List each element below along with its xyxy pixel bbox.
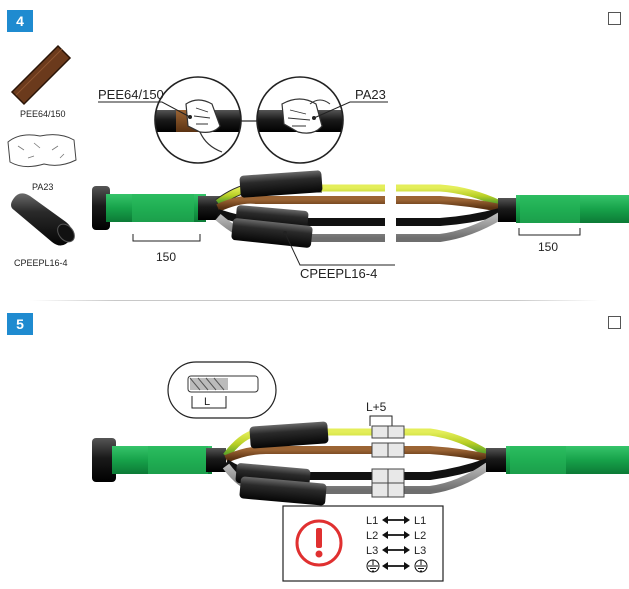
tape-callout: PEE64/150 [98, 87, 164, 102]
step-4-checkbox[interactable] [608, 12, 621, 25]
tube-label: CPEEPL16-4 [14, 258, 68, 268]
tape-label: PEE64/150 [20, 109, 66, 119]
step-5-badge: 5 [7, 313, 33, 335]
step-5-number: 5 [16, 316, 24, 332]
step-4-badge: 4 [7, 10, 33, 32]
dimension-left [132, 234, 201, 242]
step-4-number: 4 [16, 13, 24, 29]
dimension-right-label: 150 [538, 240, 558, 254]
tape-detail-circle [154, 76, 242, 164]
step-5-checkbox[interactable] [608, 316, 621, 329]
tape-roll-icon [10, 44, 72, 106]
dimension-right [518, 228, 581, 236]
cleaning-cloth-icon [7, 134, 77, 168]
cloth-label: PA23 [32, 182, 53, 192]
shrink-tube-icon [11, 193, 75, 246]
section-divider [30, 300, 600, 301]
cloth-detail-circle [256, 76, 344, 164]
dimension-left-label: 150 [156, 250, 176, 264]
tube-callout: CPEEPL16-4 [300, 266, 377, 281]
cable-assembly-step-4 [92, 170, 629, 248]
cloth-callout: PA23 [355, 87, 386, 102]
